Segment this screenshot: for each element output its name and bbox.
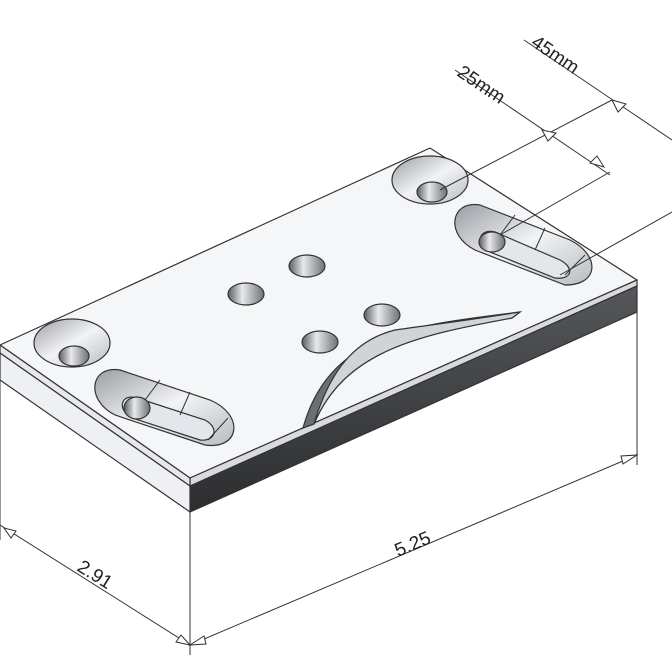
dimension-label-25mm: 25mm <box>453 62 509 109</box>
countersunk-hole <box>33 318 111 368</box>
dimension-length <box>188 312 639 655</box>
dimension-label-width: 2.91 <box>73 556 115 593</box>
countersunk-hole <box>391 155 469 205</box>
curved-cutout-face <box>313 311 521 425</box>
counterbored-slot <box>94 369 235 447</box>
through-hole <box>288 254 326 278</box>
counterbored-slot <box>454 204 593 286</box>
dimension-label-length: 5.25 <box>392 528 434 562</box>
dimension-label-45mm: 45mm <box>527 32 583 79</box>
dimension-slot-spacing <box>439 39 672 276</box>
dimension-width <box>0 380 192 646</box>
through-hole <box>301 330 339 354</box>
through-hole <box>363 303 401 327</box>
through-hole <box>227 282 265 306</box>
